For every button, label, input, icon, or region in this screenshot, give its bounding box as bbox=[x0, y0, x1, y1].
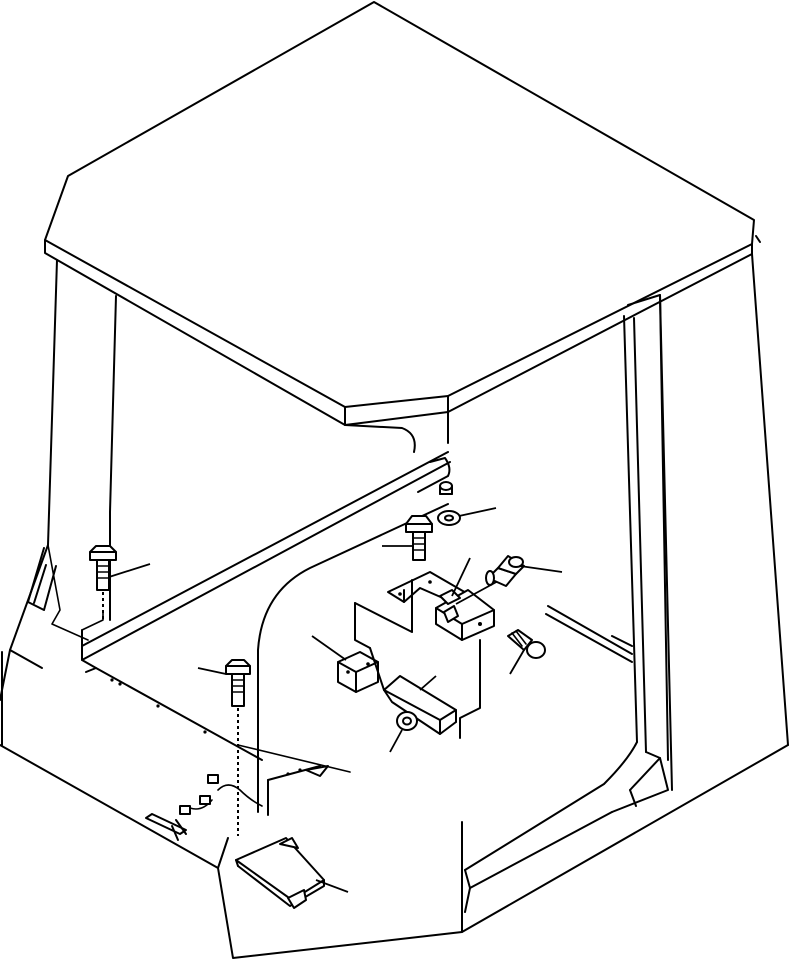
bolt-left-upper bbox=[81, 545, 151, 631]
cab-frame bbox=[47, 253, 789, 871]
switch-right bbox=[507, 629, 546, 675]
stud-top bbox=[439, 481, 453, 495]
wiring-harness bbox=[145, 744, 351, 841]
bolt-center bbox=[382, 515, 433, 561]
cab-lower-body bbox=[0, 451, 789, 959]
cab-roof bbox=[44, 1, 761, 426]
washer-center bbox=[437, 507, 497, 526]
bolt-left-lower bbox=[197, 659, 251, 836]
bracket-left bbox=[311, 635, 379, 693]
control-module bbox=[235, 837, 349, 909]
nut-lower bbox=[389, 711, 418, 753]
switch-upper bbox=[485, 555, 563, 587]
